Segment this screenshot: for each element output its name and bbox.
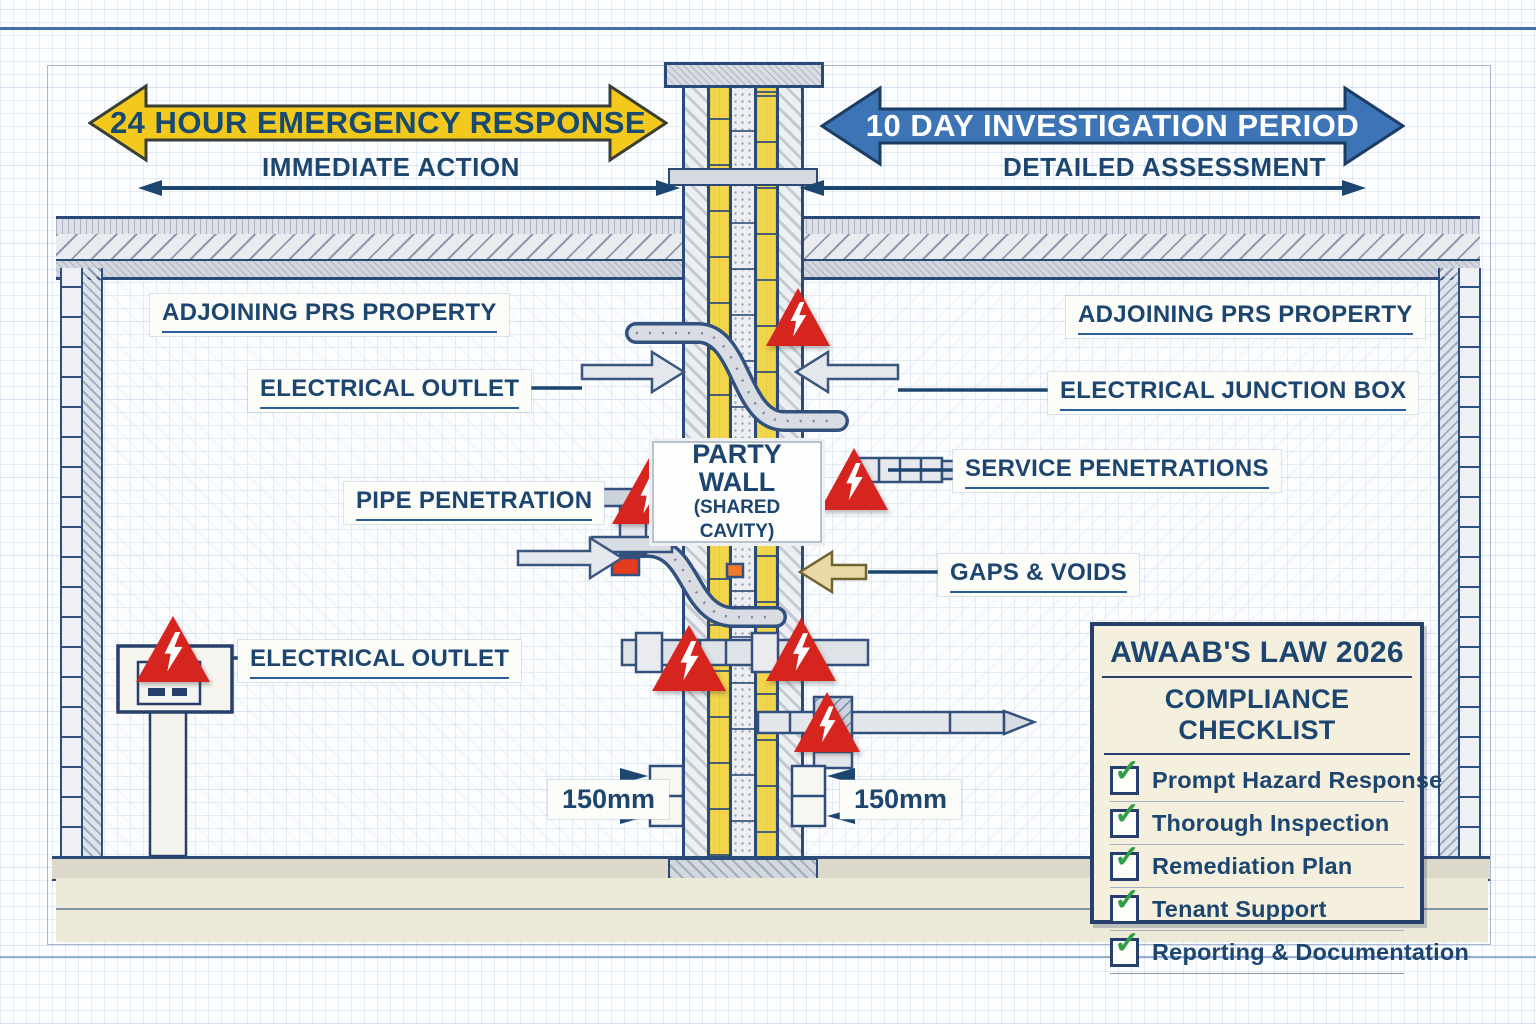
investigation-arrow-label: 10 DAY INVESTIGATION PERIOD <box>865 108 1360 143</box>
top-border-line <box>0 27 1536 30</box>
emergency-arrow-icon <box>88 83 668 163</box>
checkbox-checked: ✓ <box>1110 884 1140 924</box>
left-exterior-wall <box>60 268 83 858</box>
investigation-arrow-icon <box>820 85 1405 167</box>
checklist-item: ✓ Tenant Support <box>1110 884 1404 931</box>
checkbox-checked: ✓ <box>1110 798 1140 838</box>
party-wall-label: PARTY WALL (SHARED CAVITY) <box>652 439 822 543</box>
check-icon: ✓ <box>1114 839 1140 874</box>
left-room-interior <box>98 277 683 857</box>
compliance-checklist-panel: AWAAB'S LAW 2026 COMPLIANCE CHECKLIST ✓ … <box>1090 622 1469 974</box>
checklist-title: AWAAB'S LAW 2026 <box>1102 636 1412 678</box>
adjoining-prs-left-label: ADJOINING PRS PROPERTY <box>150 294 509 336</box>
party-wall-line1: PARTY <box>692 439 782 469</box>
immediate-action-label: IMMEDIATE ACTION <box>262 152 520 182</box>
bottom-border-line <box>0 956 1536 958</box>
party-wall-line3: (SHARED CAVITY) <box>693 497 781 542</box>
checklist-item: ✓ Prompt Hazard Response <box>1110 755 1442 802</box>
electrical-junction-box-label: ELECTRICAL JUNCTION BOX <box>1048 372 1419 414</box>
checklist-item: ✓ Thorough Inspection <box>1110 798 1404 845</box>
detailed-assessment-label: DETAILED ASSESSMENT <box>1003 152 1326 182</box>
gaps-voids-label: GAPS & VOIDS <box>938 554 1139 596</box>
dimension-right-label: 150mm <box>840 780 962 819</box>
check-icon: ✓ <box>1114 753 1140 788</box>
emergency-arrow-label: 24 HOUR EMERGENCY RESPONSE <box>109 105 647 140</box>
electrical-outlet-lower-label: ELECTRICAL OUTLET <box>238 640 522 682</box>
party-wall-line2: WALL <box>698 467 776 497</box>
ground-layer-line <box>56 908 1488 910</box>
electrical-outlet-upper-label: ELECTRICAL OUTLET <box>248 370 532 412</box>
right-wall-insulation <box>1438 268 1458 858</box>
pipe-penetration-label: PIPE PENETRATION <box>344 482 605 524</box>
adjoining-prs-right-label: ADJOINING PRS PROPERTY <box>1066 296 1425 338</box>
check-icon: ✓ <box>1114 796 1140 831</box>
service-penetrations-label: SERVICE PENETRATIONS <box>953 450 1281 492</box>
check-icon: ✓ <box>1114 925 1140 960</box>
checklist-subtitle: COMPLIANCE CHECKLIST <box>1104 684 1410 755</box>
checkbox-checked: ✓ <box>1110 755 1140 795</box>
party-wall-collar <box>668 168 818 186</box>
checkbox-checked: ✓ <box>1110 841 1140 881</box>
dimension-left-label: 150mm <box>548 780 670 819</box>
check-icon: ✓ <box>1114 882 1140 917</box>
checklist-item: ✓ Remediation Plan <box>1110 841 1404 888</box>
right-exterior-wall <box>1458 268 1481 858</box>
party-wall-cap <box>664 62 824 88</box>
checklist-item: ✓ Reporting & Documentation <box>1110 927 1469 974</box>
left-wall-insulation <box>83 268 103 858</box>
checkbox-checked: ✓ <box>1110 927 1140 967</box>
